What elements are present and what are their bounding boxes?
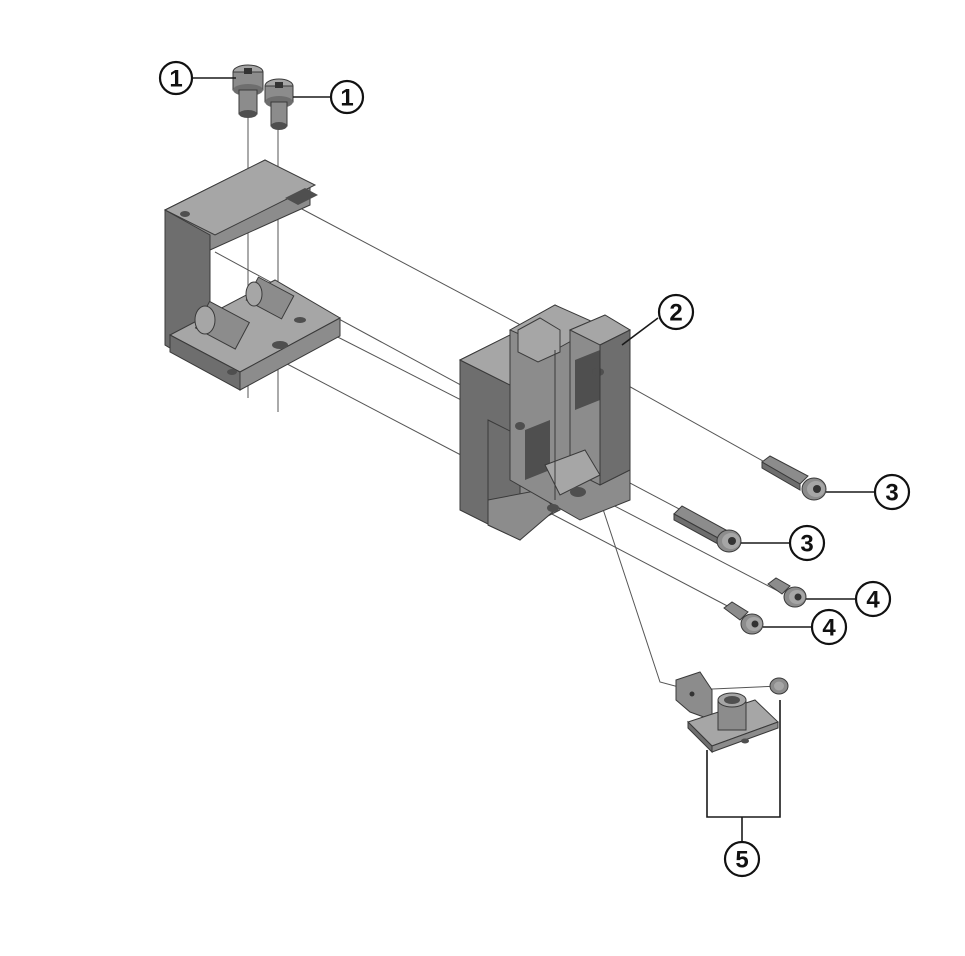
screw-1-left	[232, 64, 264, 118]
svg-text:5: 5	[735, 847, 748, 874]
screw-4-upper	[767, 577, 807, 608]
callout-4-lower: 4	[810, 608, 848, 646]
callout-4-upper: 4	[854, 580, 892, 618]
screw-4-lower	[723, 601, 764, 635]
svg-text:4: 4	[866, 587, 880, 614]
screw-3-lower	[673, 505, 742, 553]
svg-text:3: 3	[800, 531, 813, 558]
callout-3-upper: 3	[873, 473, 911, 511]
screw-3-upper	[761, 455, 827, 501]
main-body	[458, 304, 632, 541]
svg-text:1: 1	[169, 66, 182, 93]
svg-text:1: 1	[340, 85, 353, 112]
svg-text:4: 4	[822, 615, 836, 642]
mount-plate-assembly	[675, 671, 789, 754]
callout-3-lower: 3	[788, 524, 826, 562]
callout-1-right: 1	[329, 79, 365, 115]
callout-1-left: 1	[158, 60, 194, 96]
rear-bracket	[163, 159, 342, 391]
screw-1-right	[264, 78, 294, 130]
svg-text:3: 3	[885, 480, 898, 507]
svg-text:2: 2	[669, 300, 682, 327]
leader-lines	[192, 77, 874, 842]
callout-2: 2	[657, 293, 695, 331]
callout-5: 5	[723, 840, 761, 878]
